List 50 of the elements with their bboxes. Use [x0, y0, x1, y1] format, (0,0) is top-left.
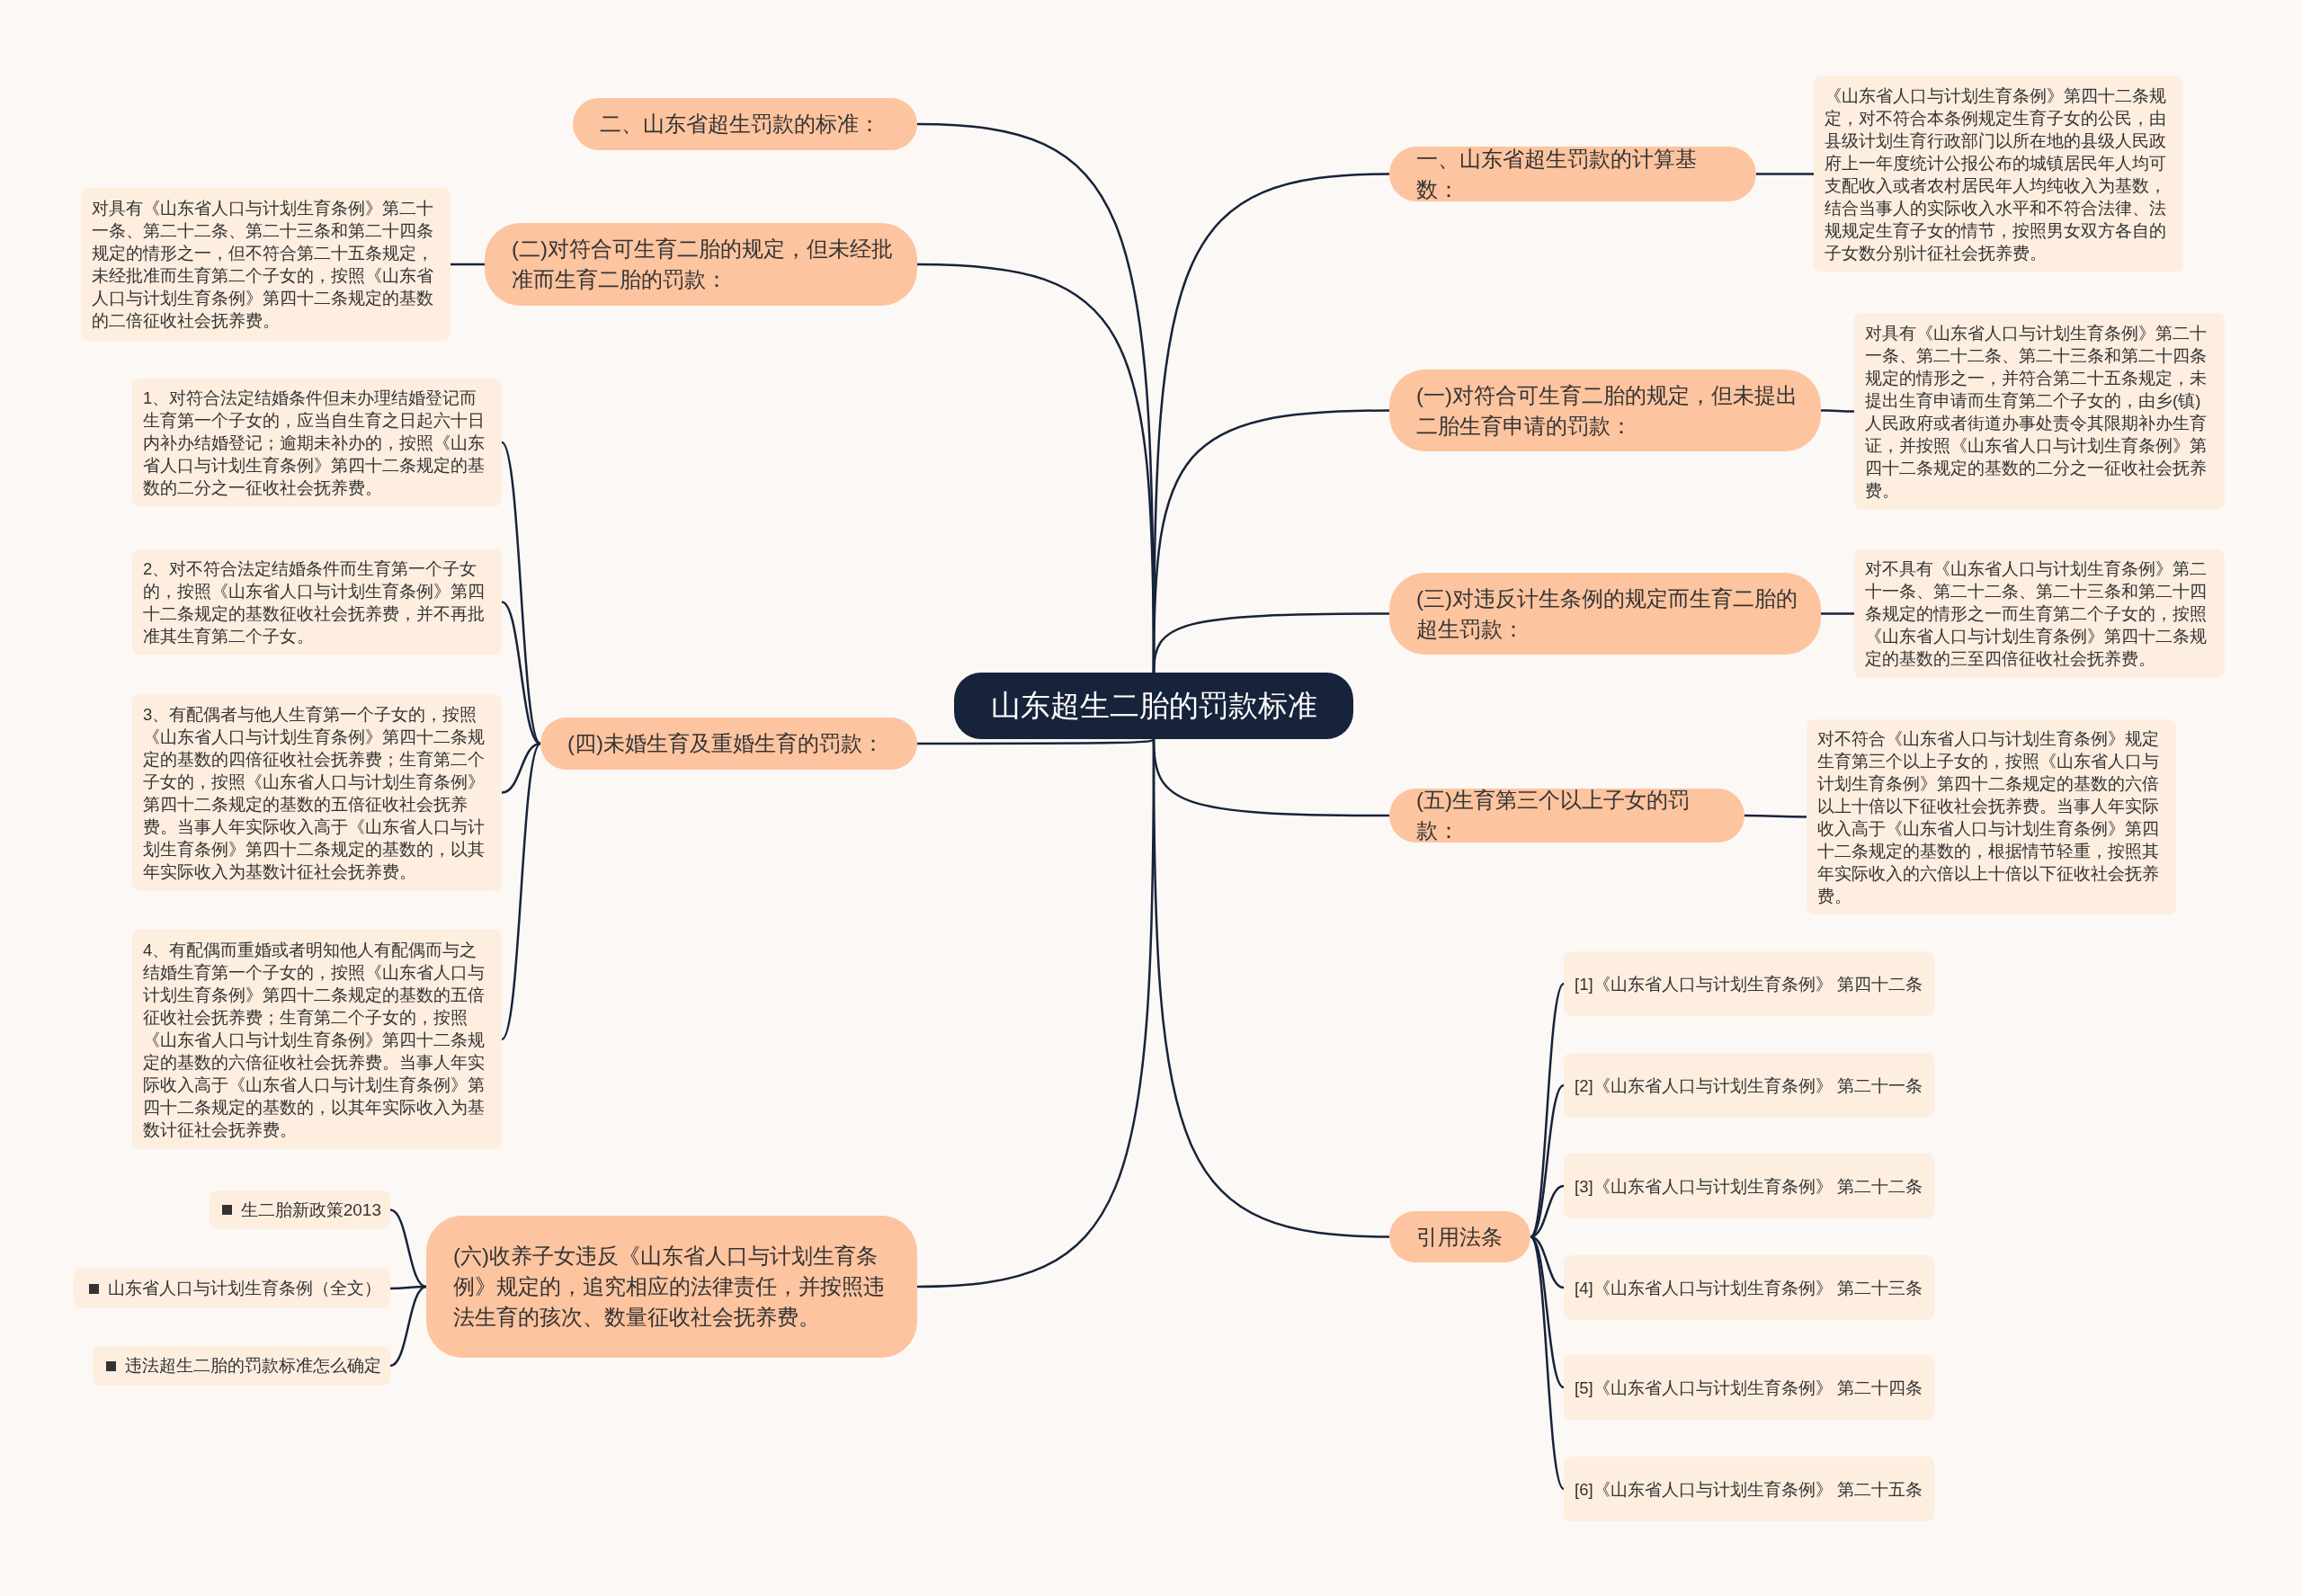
- note-box: 对不符合《山东省人口与计划生育条例》规定生育第三个以上子女的，按照《山东省人口与计划生育条例》第四十二条规定的基数的六倍以上十倍以下征收社会抚养费。当事人年实际收入高于《山东省人口与计划生育条例》第四十二条规定的基数的，根据情节轻重，按照其年实际收入的六倍以上十倍以下征收社会抚养费。: [1807, 719, 2176, 914]
- topic-box: (五)生育第三个以上子女的罚款：: [1389, 789, 1744, 843]
- link-box: [93, 1346, 390, 1386]
- topic-box: (二)对符合可生育二胎的规定，但未经批准而生育二胎的罚款：: [485, 223, 917, 306]
- link-box: [210, 1190, 390, 1229]
- link-text: 违法超生二胎的罚款标准怎么确定: [125, 1355, 381, 1377]
- topic-box: (三)对违反计生条例的规定而生育二胎的超生罚款：: [1389, 573, 1821, 655]
- link-box: [74, 1269, 390, 1308]
- connector-line: [501, 742, 541, 794]
- connector-line: [501, 601, 541, 745]
- note-box: 2、对不符合法定结婚条件而生育第一个子女的，按照《山东省人口与计划生育条例》第四十二条规定的基数征收社会抚养费，并不再批准其生育第二个子女。: [132, 549, 502, 655]
- note-box: 1、对符合法定结婚条件但未办理结婚登记而生育第一个子女的，应当自生育之日起六十日内补办结婚登记；逾期未补办的，按照《山东省人口与计划生育条例》第四十二条规定的基数的二分之一征收社会抚养费。: [132, 379, 502, 506]
- connector-line: [501, 743, 541, 1040]
- link-text: 山东省人口与计划生育条例（全文）: [108, 1278, 381, 1299]
- note-box: [3]《山东省人口与计划生育条例》 第二十二条: [1564, 1154, 1934, 1218]
- central-topic: 山东超生二胎的罚款标准: [954, 673, 1353, 739]
- connector-line: [389, 1285, 427, 1368]
- topic-box: (四)未婚生育及重婚生育的罚款：: [540, 718, 917, 770]
- topic-box: 一、山东省超生罚款的计算基数：: [1389, 147, 1756, 201]
- connector-line: [1821, 612, 1854, 615]
- note-box: [1]《山东省人口与计划生育条例》 第四十二条: [1564, 951, 1934, 1016]
- note-box: 对不具有《山东省人口与计划生育条例》第二十一条、第二十二条、第二十三条和第二十四条规定的情形之一而生育第二个子女的，按照《山东省人口与计划生育条例》第四十二条规定的基数的三至四倍征收社会抚养费。: [1854, 549, 2225, 678]
- connector-line: [390, 1285, 426, 1290]
- connector-line: [1152, 739, 1390, 1238]
- note-box: [5]《山东省人口与计划生育条例》 第二十四条: [1564, 1355, 1934, 1420]
- connector-line: [1821, 409, 1854, 413]
- note-box: 对具有《山东省人口与计划生育条例》第二十一条、第二十二条、第二十三条和第二十四条规定的情形之一，但不符合第二十五条规定，未经批准而生育第二个子女的，按照《山东省人口与计划生育条例》第四十二条规定的基数的二倍征收社会抚养费。: [81, 188, 451, 341]
- note-box: 《山东省人口与计划生育条例》第四十二条规定，对不符合本条例规定生育子女的公民，由县级计划生育行政部门以所在地的县级人民政府上一年度统计公报公布的城镇居民年人均可支配收入或者农村居民年人均纯收入为基数，结合当事人的实际收入水平和不符合法律、法规规定生育子女的情节，按照男女双方各自的子女数分别计征社会抚养费。: [1814, 76, 2183, 272]
- topic-box: (六)收养子女违反《山东省人口与计划生育条例》规定的，追究相应的法律责任，并按照违法生育的孩次、数量征收社会抚养费。: [426, 1216, 917, 1358]
- connector-line: [1530, 1084, 1565, 1238]
- connector-line: [389, 1208, 427, 1288]
- connector-line: [451, 263, 485, 266]
- note-box: 对具有《山东省人口与计划生育条例》第二十一条、第二十二条、第二十三条和第二十四条规定的情形之一，并符合第二十五条规定，未提出生育申请而生育第二个子女的，由乡(镇)人民政府或者街道办事处责令其限期补办生育证，并按照《山东省人口与计划生育条例》第四十二条规定的基数的二分之一征收社会抚养费。: [1854, 313, 2225, 510]
- note-box: 3、有配偶者与他人生育第一个子女的，按照《山东省人口与计划生育条例》第四十二条规定的基数的四倍征收社会抚养费；生育第二个子女的，按照《山东省人口与计划生育条例》第四十二条规定的基数的五倍征收社会抚养费。当事人年实际收入高于《山东省人口与计划生育条例》第四十二条规定的基数的，以其年实际收入为基数计征社会抚养费。: [132, 694, 502, 891]
- topic-box: 二、山东省超生罚款的标准：: [573, 98, 917, 150]
- topic-box: 引用法条: [1389, 1211, 1530, 1262]
- link-text: 生二胎新政策2013: [240, 1199, 381, 1221]
- connector-line: [501, 441, 541, 745]
- connector-line: [1756, 173, 1814, 175]
- note-box: 4、有配偶而重婚或者明知他人有配偶而与之结婚生育第一个子女的，按照《山东省人口与计划生育条例》第四十二条规定的基数的五倍征收社会抚养费；生育第二个子女的，按照《山东省人口与计划生育条例》第四十二条规定的基数的六倍征收社会抚养费。当事人年实际收入高于《山东省人口与计划生育条例》第四十二条规定的基数的，以其年实际收入为基数计征社会抚养费。: [132, 930, 502, 1149]
- connector-line: [1152, 612, 1389, 673]
- connector-line: [1530, 1235, 1565, 1490]
- connector-line: [1744, 814, 1807, 818]
- connector-line: [1530, 983, 1565, 1238]
- topic-box: (一)对符合可生育二胎的规定，但未提出二胎生育申请的罚款：: [1389, 370, 1821, 451]
- note-box: [2]《山东省人口与计划生育条例》 第二十一条: [1564, 1053, 1934, 1118]
- connector-line: [1530, 1235, 1565, 1388]
- note-box: [4]《山东省人口与计划生育条例》 第二十三条: [1564, 1255, 1934, 1320]
- note-box: [6]《山东省人口与计划生育条例》 第二十五条: [1564, 1457, 1934, 1521]
- connector-line: [917, 737, 1155, 745]
